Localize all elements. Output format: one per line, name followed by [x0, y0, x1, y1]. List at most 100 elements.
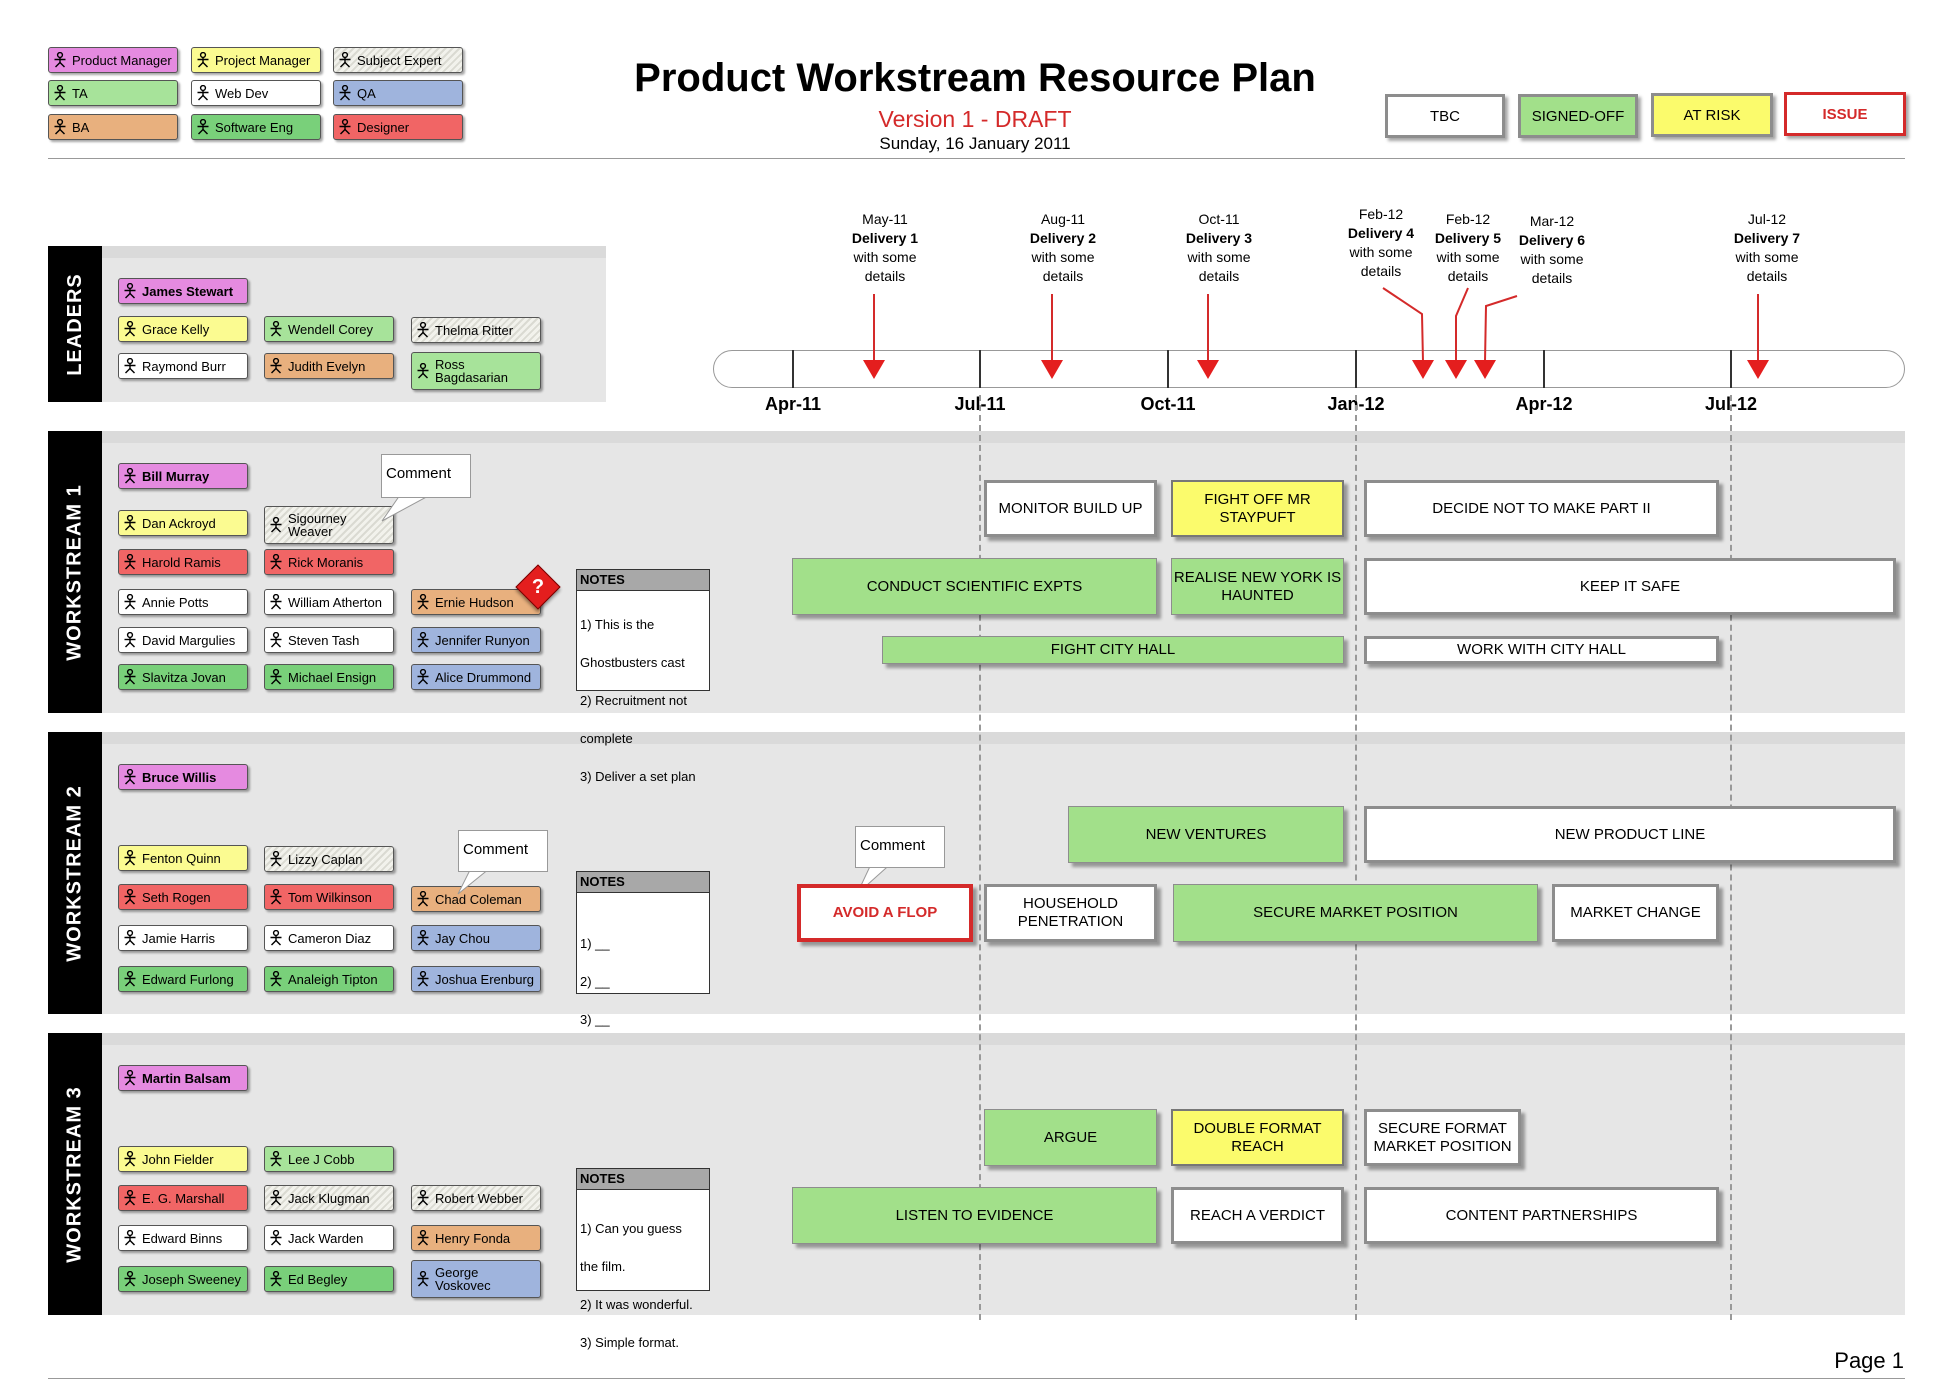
activity-bar: MONITOR BUILD UP [984, 480, 1157, 537]
notes-line: 3) Simple format. [580, 1335, 679, 1350]
person-chip: Seth Rogen [118, 884, 248, 910]
timeline-label: Apr-11 [764, 394, 822, 414]
comment-tail [381, 495, 431, 522]
timeline-tick [1730, 350, 1732, 388]
person-icon [269, 632, 283, 648]
person-chip: E. G. Marshall [118, 1185, 248, 1211]
activity-bar: REALISE NEW YORK IS HAUNTED [1171, 558, 1344, 615]
person-chip: Annie Potts [118, 589, 248, 615]
person-icon [269, 930, 283, 946]
person-icon [123, 1151, 137, 1167]
legend-subject-expert: Subject Expert [333, 47, 463, 73]
person-chip: Thelma Ritter [411, 317, 541, 343]
milestone-arrow-icon [1445, 360, 1467, 379]
person-icon [416, 971, 430, 987]
activity-bar: NEW VENTURES [1068, 806, 1344, 863]
person-icon [269, 517, 283, 533]
quarter-guide [979, 395, 981, 1320]
milestone-arrow-icon [1747, 360, 1769, 379]
person-chip: John Fielder [118, 1146, 248, 1172]
notes-line: 3) Deliver a set plan [580, 769, 696, 784]
legend-software-eng: Software Eng [191, 114, 321, 140]
legend-ta: TA [48, 80, 178, 106]
legend-ba: BA [48, 114, 178, 140]
person-icon [269, 554, 283, 570]
person-icon [416, 1190, 430, 1206]
person-icon [123, 769, 137, 785]
person-chip: Jamie Harris [118, 925, 248, 951]
notes-line: 2) It was wonderful. [580, 1297, 693, 1312]
activity-bar: LISTEN TO EVIDENCE [792, 1187, 1157, 1244]
notes-panel: NOTES 1) Can you guess the film. 2) It w… [576, 1168, 710, 1350]
person-icon [269, 1190, 283, 1206]
milestone-connectors [873, 287, 1759, 363]
legend-qa: QA [333, 80, 463, 106]
activity-bar: DOUBLE FORMAT REACH [1171, 1109, 1344, 1166]
person-icon [123, 358, 137, 374]
activity-bar: FIGHT OFF MR STAYPUFT [1171, 480, 1344, 537]
legend-product-manager: Product Manager [48, 47, 178, 73]
person-chip: Lizzy Caplan [264, 846, 394, 872]
person-chip: James Stewart [118, 278, 248, 304]
person-chip: Analeigh Tipton [264, 966, 394, 992]
notes-line: the film. [580, 1259, 626, 1274]
person-icon [123, 468, 137, 484]
person-chip: Alice Drummond [411, 664, 541, 690]
person-chip: Steven Tash [264, 627, 394, 653]
person-chip: Jennifer Runyon [411, 627, 541, 653]
notes-line: 2) __ [580, 974, 610, 989]
person-icon [123, 321, 137, 337]
person-icon [416, 1271, 430, 1287]
person-chip: Bruce Willis [118, 764, 248, 790]
band-header [102, 732, 1905, 744]
notes-panel: NOTES 1) This is the Ghostbusters cast 2… [576, 569, 710, 784]
timeline-tick [1543, 350, 1545, 388]
person-icon [123, 1190, 137, 1206]
workstream-3-label: WORKSTREAM 3 [48, 1033, 102, 1315]
activity-bar-issue: AVOID A FLOP [797, 884, 973, 942]
activity-bar: DECIDE NOT TO MAKE PART II [1364, 480, 1719, 537]
person-chip: Chad Coleman [411, 886, 541, 912]
page-title: Product Workstream Resource Plan [634, 56, 1316, 100]
activity-bar: SECURE FORMAT MARKET POSITION [1364, 1109, 1521, 1166]
person-icon [269, 971, 283, 987]
person-chip: Fenton Quinn [118, 845, 248, 871]
person-chip: Joshua Erenburg [411, 966, 541, 992]
person-icon [123, 669, 137, 685]
issue-question-mark: ? [531, 576, 545, 598]
notes-title: NOTES [577, 872, 709, 893]
person-icon [269, 358, 283, 374]
person-icon [416, 632, 430, 648]
timeline-label: Oct-11 [1140, 394, 1196, 414]
timeline-track [713, 350, 1905, 388]
page-number: Page 1 [1834, 1348, 1904, 1373]
person-chip: Ed Begley [264, 1266, 394, 1292]
person-icon [123, 554, 137, 570]
person-chip: Lee J Cobb [264, 1146, 394, 1172]
person-chip: David Margulies [118, 627, 248, 653]
person-icon [269, 1151, 283, 1167]
legend-project-manager: Project Manager [191, 47, 321, 73]
activity-bar: KEEP IT SAFE [1364, 558, 1896, 615]
workstream-2-label: WORKSTREAM 2 [48, 732, 102, 1014]
person-icon [123, 283, 137, 299]
person-icon [269, 1230, 283, 1246]
person-icon [269, 321, 283, 337]
person-chip: Ernie Hudson [411, 589, 541, 615]
activity-bar: CONDUCT SCIENTIFIC EXPTS [792, 558, 1157, 615]
notes-title: NOTES [577, 570, 709, 591]
timeline-label: Apr-12 [1515, 394, 1573, 414]
header-divider [48, 158, 1905, 159]
footer-divider [48, 1378, 1905, 1379]
person-chip: Jack Warden [264, 1225, 394, 1251]
person-icon [416, 891, 430, 907]
timeline-tick [1355, 350, 1357, 388]
comment-callout: Comment [855, 826, 945, 868]
person-chip: Raymond Burr [118, 353, 248, 379]
person-icon [123, 1271, 137, 1287]
person-icon [416, 594, 430, 610]
person-chip: Ross Bagdasarian [411, 352, 541, 390]
version-label: Version 1 - DRAFT [878, 106, 1072, 132]
status-at-risk: AT RISK [1651, 93, 1773, 137]
